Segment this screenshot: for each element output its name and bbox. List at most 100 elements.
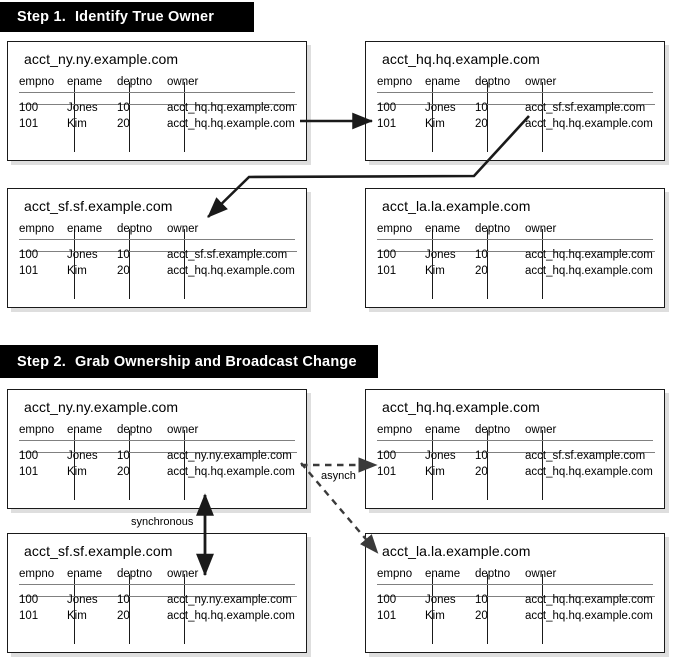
step1-box-ny-title: acct_ny.ny.example.com (24, 51, 179, 67)
step1-box-la[interactable]: acct_la.la.example.com empno ename deptn… (365, 188, 665, 308)
cell-empno: 100 (377, 249, 397, 261)
table-row: 100 Jones 10 acct_hq.hq.example.com (377, 240, 653, 264)
cell-ename: Kim (425, 610, 445, 622)
table-row: 100 Jones 10 acct_sf.sf.example.com (377, 441, 653, 465)
col-owner: owner (167, 424, 295, 441)
cell-ename: Kim (67, 265, 87, 277)
col-deptno: deptno (475, 223, 525, 240)
cell-owner: acct_hq.hq.example.com (525, 466, 653, 478)
step1-box-ny-table: empno ename deptno owner 100 Jones 10 ac… (19, 76, 295, 132)
cell-empno: 101 (377, 265, 397, 277)
step1-box-hq[interactable]: acct_hq.hq.example.com empno ename deptn… (365, 41, 665, 161)
cell-owner: acct_sf.sf.example.com (167, 249, 288, 261)
cell-ename: Jones (67, 102, 98, 114)
cell-deptno: 10 (117, 249, 130, 261)
table-row: 100 Jones 10 acct_sf.sf.example.com (19, 240, 295, 264)
step1-box-hq-table: empno ename deptno owner 100 Jones 10 ac… (377, 76, 653, 132)
table-header-row: empno ename deptno owner (19, 568, 295, 585)
cell-owner: acct_hq.hq.example.com (525, 249, 653, 261)
table-row: 100 Jones 10 acct_ny.ny.example.com (19, 585, 295, 609)
cell-deptno: 10 (117, 450, 130, 462)
cell-empno: 101 (19, 610, 39, 622)
cell-ename: Kim (67, 118, 87, 130)
table-row: 100 Jones 10 acct_sf.sf.example.com (377, 93, 653, 117)
step2-box-sf[interactable]: acct_sf.sf.example.com empno ename deptn… (7, 533, 307, 653)
step2-box-hq[interactable]: acct_hq.hq.example.com empno ename deptn… (365, 389, 665, 509)
table-row: 101 Kim 20 acct_hq.hq.example.com (377, 116, 653, 132)
table-header-row: empno ename deptno owner (19, 424, 295, 441)
cell-deptno: 10 (117, 102, 130, 114)
step2-box-hq-table: empno ename deptno owner 100 Jones 10 ac… (377, 424, 653, 480)
label-asynch: asynch (319, 470, 358, 482)
step1-box-sf-table: empno ename deptno owner 100 Jones 10 ac… (19, 223, 295, 279)
cell-ename: Jones (425, 249, 456, 261)
cell-ename: Kim (67, 610, 87, 622)
cell-ename: Jones (67, 594, 98, 606)
col-empno: empno (377, 223, 425, 240)
col-deptno: deptno (117, 568, 167, 585)
col-deptno: deptno (475, 424, 525, 441)
cell-owner: acct_hq.hq.example.com (525, 118, 653, 130)
cell-owner: acct_hq.hq.example.com (525, 265, 653, 277)
cell-empno: 100 (19, 102, 39, 114)
cell-ename: Jones (67, 249, 98, 261)
col-deptno: deptno (117, 223, 167, 240)
step-1-number: Step 1. (17, 9, 66, 25)
step1-box-ny[interactable]: acct_ny.ny.example.com empno ename deptn… (7, 41, 307, 161)
cell-ename: Jones (425, 450, 456, 462)
cell-empno: 101 (377, 610, 397, 622)
cell-owner: acct_sf.sf.example.com (525, 102, 646, 114)
cell-empno: 101 (377, 466, 397, 478)
col-deptno: deptno (475, 568, 525, 585)
col-empno: empno (19, 568, 67, 585)
col-owner: owner (167, 568, 295, 585)
cell-owner: acct_hq.hq.example.com (167, 265, 295, 277)
cell-empno: 100 (377, 450, 397, 462)
table-row: 101 Kim 20 acct_hq.hq.example.com (19, 464, 295, 480)
step1-box-la-title: acct_la.la.example.com (382, 198, 531, 214)
cell-owner: acct_hq.hq.example.com (525, 610, 653, 622)
cell-empno: 100 (19, 594, 39, 606)
step-2-header: Step 2. Grab Ownership and Broadcast Cha… (0, 345, 378, 378)
cell-deptno: 10 (475, 594, 488, 606)
step1-box-la-table: empno ename deptno owner 100 Jones 10 ac… (377, 223, 653, 279)
table-row: 101 Kim 20 acct_hq.hq.example.com (377, 464, 653, 480)
col-owner: owner (525, 568, 653, 585)
step1-box-sf[interactable]: acct_sf.sf.example.com empno ename deptn… (7, 188, 307, 308)
table-header-row: empno ename deptno owner (377, 76, 653, 93)
cell-ename: Kim (67, 466, 87, 478)
cell-empno: 100 (377, 102, 397, 114)
step2-box-la[interactable]: acct_la.la.example.com empno ename deptn… (365, 533, 665, 653)
col-ename: ename (67, 76, 117, 93)
cell-deptno: 20 (475, 118, 488, 130)
step2-box-ny-title: acct_ny.ny.example.com (24, 399, 179, 415)
col-deptno: deptno (475, 76, 525, 93)
label-synchronous: synchronous (128, 516, 197, 528)
cell-ename: Kim (425, 466, 445, 478)
step2-box-sf-table: empno ename deptno owner 100 Jones 10 ac… (19, 568, 295, 624)
col-deptno: deptno (117, 424, 167, 441)
col-empno: empno (377, 424, 425, 441)
cell-deptno: 10 (475, 450, 488, 462)
step2-box-ny[interactable]: acct_ny.ny.example.com empno ename deptn… (7, 389, 307, 509)
cell-deptno: 20 (117, 610, 130, 622)
cell-empno: 101 (19, 466, 39, 478)
col-empno: empno (377, 76, 425, 93)
col-ename: ename (425, 424, 475, 441)
col-owner: owner (525, 424, 653, 441)
table-row: 101 Kim 20 acct_hq.hq.example.com (19, 116, 295, 132)
cell-ename: Kim (425, 118, 445, 130)
table-row: 101 Kim 20 acct_hq.hq.example.com (19, 263, 295, 279)
table-header-row: empno ename deptno owner (19, 223, 295, 240)
cell-empno: 100 (19, 249, 39, 261)
table-row: 100 Jones 10 acct_hq.hq.example.com (377, 585, 653, 609)
step-1-title: Identify True Owner (74, 9, 215, 25)
cell-ename: Jones (425, 594, 456, 606)
col-owner: owner (167, 76, 295, 93)
step2-box-sf-title: acct_sf.sf.example.com (24, 543, 173, 559)
cell-owner: acct_hq.hq.example.com (167, 118, 295, 130)
table-row: 101 Kim 20 acct_hq.hq.example.com (377, 608, 653, 624)
cell-deptno: 10 (117, 594, 130, 606)
col-ename: ename (425, 568, 475, 585)
